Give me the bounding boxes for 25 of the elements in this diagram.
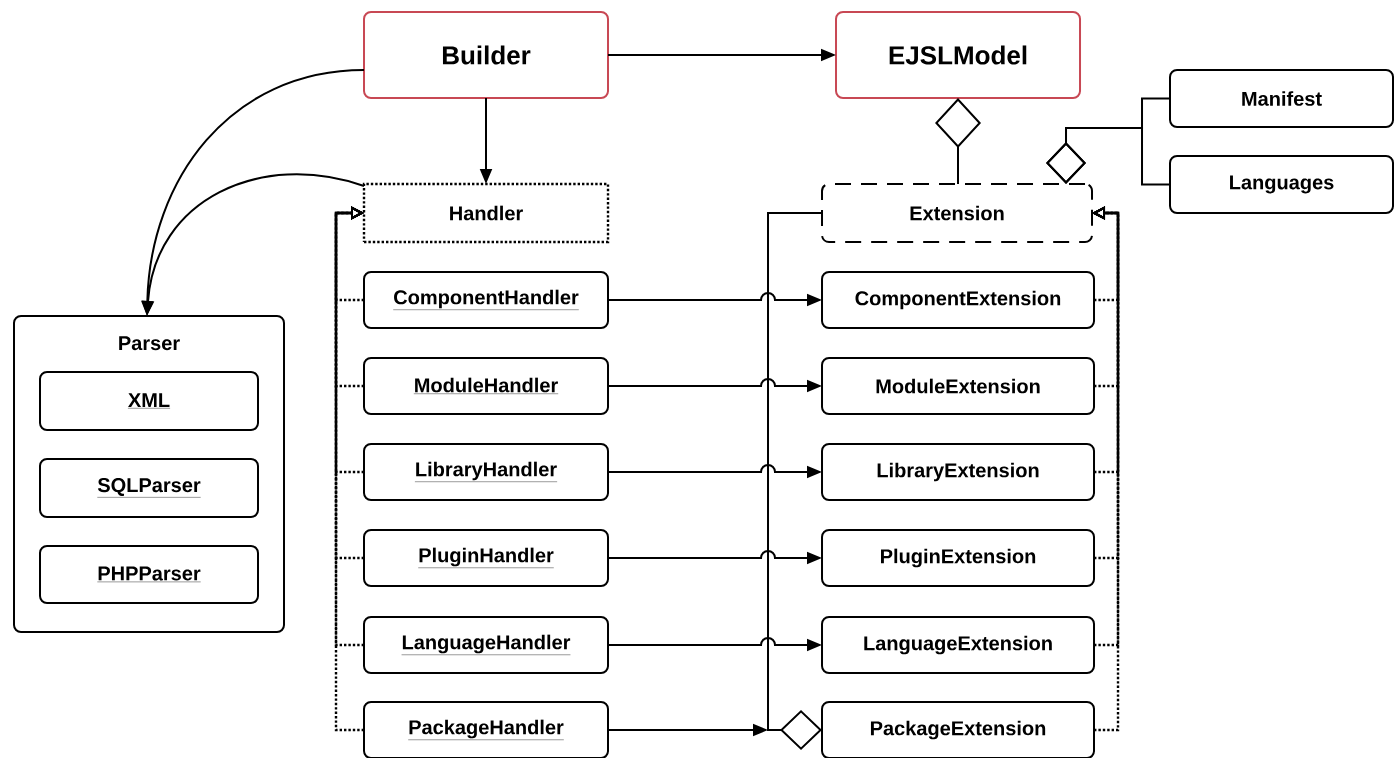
class-box: Builder bbox=[363, 11, 609, 99]
class-box: PackageExtension bbox=[821, 701, 1095, 758]
class-box: LibraryHandler bbox=[363, 443, 609, 501]
aggregation-line bbox=[767, 212, 823, 750]
abstract-class-box: Handler bbox=[362, 182, 610, 244]
class-box: ModuleHandler bbox=[363, 357, 609, 415]
class-box: EJSLModel bbox=[835, 11, 1081, 99]
class-box: ComponentExtension bbox=[821, 271, 1095, 329]
class-box: PackageHandler bbox=[363, 701, 609, 758]
aggregation-line bbox=[935, 98, 981, 185]
class-box: LanguageHandler bbox=[363, 616, 609, 674]
class-box: Manifest bbox=[1169, 69, 1394, 128]
class-box: Languages bbox=[1169, 155, 1394, 214]
class-box: LibraryExtension bbox=[821, 443, 1095, 501]
class-box: SQLParser bbox=[39, 458, 259, 518]
aggregation-line bbox=[1046, 127, 1171, 186]
class-box: PHPParser bbox=[39, 545, 259, 604]
class-box: ComponentHandler bbox=[363, 271, 609, 329]
inheritance-arrow bbox=[334, 206, 364, 732]
class-box: ModuleExtension bbox=[821, 357, 1095, 415]
abstract-class-box: Extension bbox=[821, 183, 1093, 243]
class-box: PluginHandler bbox=[363, 529, 609, 587]
class-box: LanguageExtension bbox=[821, 616, 1095, 674]
class-box: PluginExtension bbox=[821, 529, 1095, 587]
class-box: XML bbox=[39, 371, 259, 431]
